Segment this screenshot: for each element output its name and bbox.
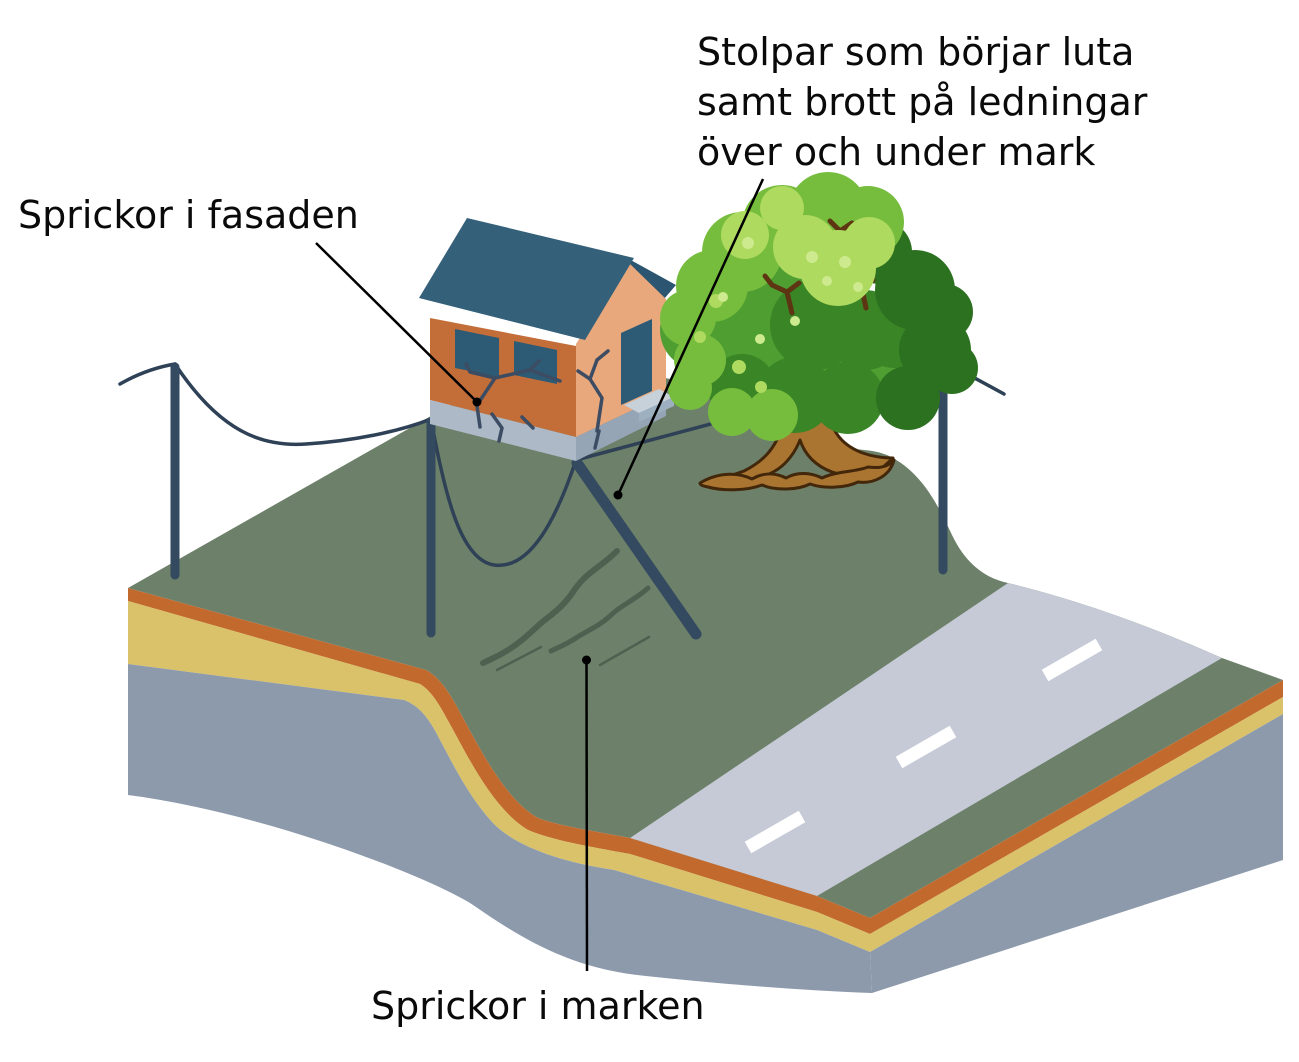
canopy-spot (806, 251, 818, 263)
facade-crack (528, 359, 541, 372)
canopy-blob (917, 284, 973, 340)
leader-line-facade (315, 242, 478, 403)
canopy-spot (732, 360, 746, 374)
leader-dot-ground (582, 655, 591, 665)
label-ground-cracks: Sprickor i marken (371, 984, 705, 1028)
power-line-wire (118, 362, 177, 386)
label-leaning-poles: Stolpar som börjar luta samt brott på le… (697, 30, 1148, 174)
branch-icon (762, 273, 802, 316)
tree-canopy-pale-spots (718, 237, 863, 344)
gable-crack (595, 349, 610, 362)
soil-layer-yellow-side (870, 697, 1283, 952)
ground-crack (480, 548, 620, 666)
ground-crack (495, 645, 543, 672)
utility-pole-leaning (571, 457, 702, 640)
ground-cracks (480, 548, 651, 672)
road-dash (744, 810, 806, 854)
utility-poles (170, 359, 948, 640)
tree (660, 172, 978, 492)
leader-line-poles (616, 178, 765, 496)
foundation-crack (520, 415, 535, 430)
soil-layer-orange-side (870, 680, 1283, 934)
canopy-blob (843, 217, 895, 269)
power-line-wire-sagging (429, 417, 578, 567)
gable-crack (593, 429, 601, 450)
leader-dot-poles (613, 490, 623, 500)
canopy-spot (853, 282, 863, 292)
soil-layer-orange-front (128, 588, 870, 934)
canopy-spot (694, 331, 706, 343)
foundation-crack (490, 412, 504, 443)
canopy-spot (790, 316, 800, 326)
ground-crack (598, 635, 651, 667)
road-markings (744, 638, 1103, 854)
label-facade-cracks: Sprickor i fasaden (18, 193, 359, 237)
gable-crack (588, 358, 604, 433)
gable-crack (576, 369, 592, 381)
facade-crack (464, 362, 497, 407)
leader-line-ground (585, 661, 589, 972)
soil-layer-gray-side (870, 714, 1283, 993)
canopy-blob (746, 389, 798, 441)
house-door (621, 319, 652, 405)
ground-crack (548, 585, 651, 654)
canopy-spot (755, 334, 765, 344)
house (419, 218, 676, 461)
canopy-spot (839, 256, 851, 268)
tree-roots (698, 458, 896, 492)
house-step-top (624, 389, 674, 413)
canopy-blob (668, 366, 712, 410)
canopy-blob (812, 362, 884, 434)
canopy-blob (773, 215, 837, 279)
leader-lines (315, 178, 765, 972)
canopy-spot (718, 292, 728, 302)
soil-layer-yellow-front (128, 601, 870, 952)
power-line-wire (173, 362, 433, 447)
canopy-blob (926, 342, 978, 394)
canopy-spot (755, 381, 767, 393)
foundation-crack (475, 404, 482, 429)
canopy-spot (822, 276, 832, 286)
canopy-spot (742, 237, 754, 249)
facade-cracks (464, 349, 610, 450)
terrain (128, 370, 1283, 993)
canopy-blob (708, 388, 756, 436)
canopy-blob (760, 186, 804, 230)
house-roof (419, 218, 634, 340)
canopy-blob (876, 366, 940, 430)
leader-dots (472, 397, 623, 665)
leader-dot-facade (472, 397, 482, 407)
soil-layer-gray-front (128, 664, 872, 993)
